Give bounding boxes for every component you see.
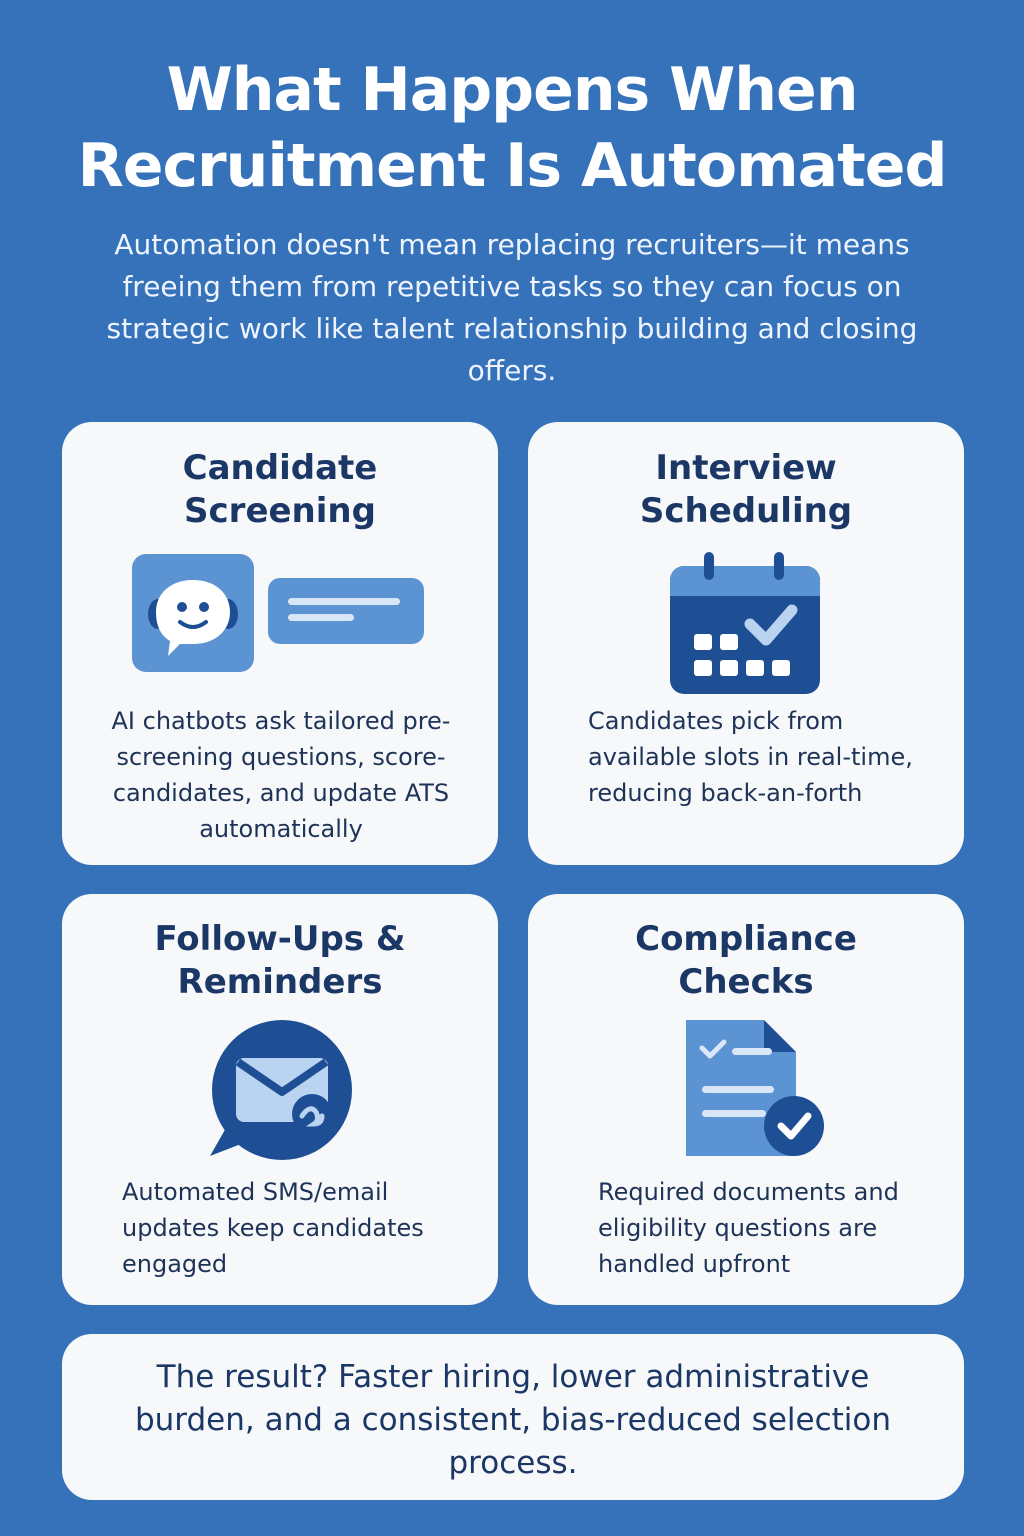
- card-title-line2: Scheduling: [639, 491, 853, 531]
- card-title-line1: Interview: [655, 448, 837, 488]
- card-title-line1: Compliance: [635, 919, 857, 959]
- card-follow-ups-reminders: Follow-Ups & Reminders Automated SMS/ema…: [62, 894, 498, 1305]
- card-title-line1: Candidate: [182, 448, 378, 488]
- card-title: Interview Scheduling: [528, 447, 964, 533]
- card-candidate-screening: Candidate Screening AI chatbots ask tail…: [62, 422, 498, 865]
- card-description: AI chatbots ask tailored pre-screening q…: [111, 707, 451, 843]
- card-title-line2: Checks: [678, 962, 814, 1002]
- card-title: Compliance Checks: [528, 918, 964, 1004]
- card-compliance-checks: Compliance Checks Required documents and…: [528, 894, 964, 1305]
- result-text: The result? Faster hiring, lower adminis…: [134, 1359, 892, 1481]
- card-description: Required documents and eligibility quest…: [598, 1178, 899, 1278]
- card-interview-scheduling: Interview Scheduling Candidates pick fro…: [528, 422, 964, 865]
- card-description: Candidates pick from available slots in …: [588, 707, 913, 807]
- page-title-line2: Recruitment Is Automated: [77, 131, 948, 201]
- intro-text: Automation doesn't mean replacing recrui…: [106, 228, 918, 387]
- page-title: What Happens When Recruitment Is Automat…: [0, 52, 1024, 204]
- page-title-line1: What Happens When: [166, 55, 859, 125]
- document-check-icon: [686, 1020, 824, 1156]
- card-title-line2: Screening: [184, 491, 376, 531]
- calendar-check-icon: [670, 552, 820, 694]
- card-title: Candidate Screening: [62, 447, 498, 533]
- card-description: Automated SMS/email updates keep candida…: [122, 1178, 424, 1278]
- envelope-chat-icon: [210, 1020, 352, 1160]
- chatbot-icon: [132, 554, 424, 672]
- card-title-line2: Reminders: [177, 962, 383, 1002]
- card-title: Follow-Ups & Reminders: [62, 918, 498, 1004]
- result-box: The result? Faster hiring, lower adminis…: [62, 1334, 964, 1500]
- card-title-line1: Follow-Ups &: [154, 919, 406, 959]
